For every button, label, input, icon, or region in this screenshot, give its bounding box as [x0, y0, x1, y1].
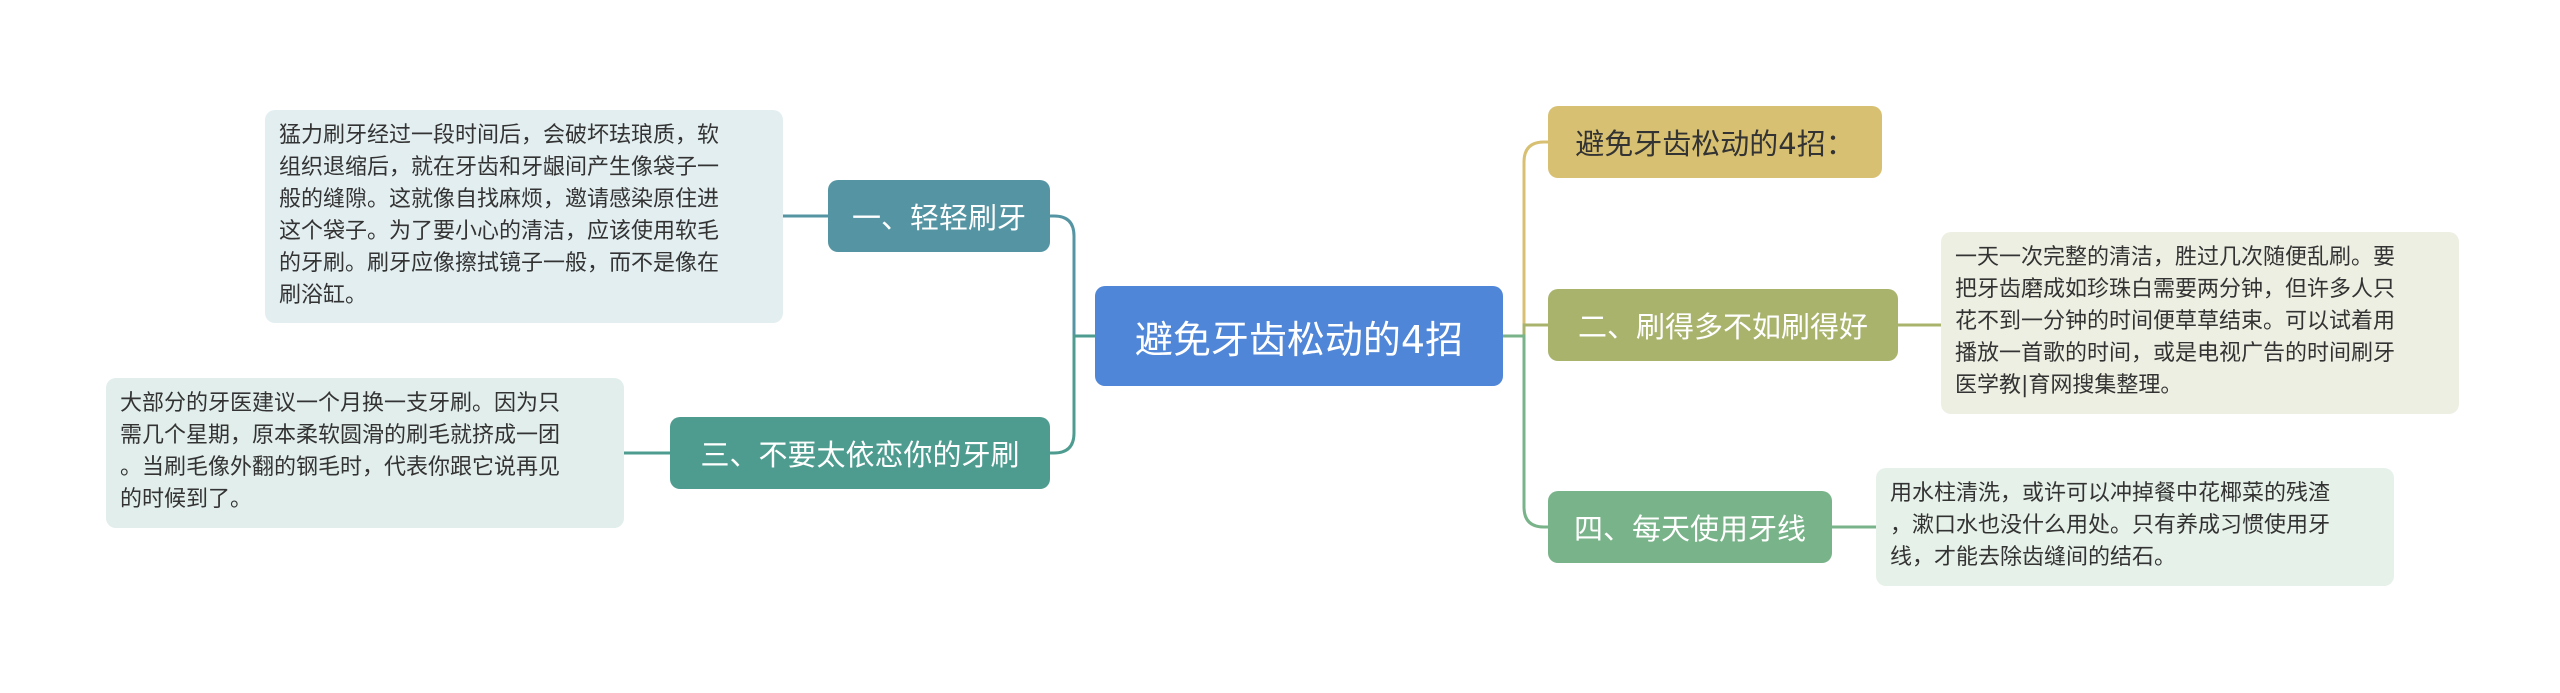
- root-node[interactable]: 避免牙齿松动的4招: [1095, 286, 1503, 386]
- branch-daily-floss[interactable]: 四、每天使用牙线: [1548, 491, 1832, 563]
- leaf-brush-well-text: 一天一次完整的清洁，胜过几次随便乱刷。要 把牙齿磨成如珍珠白需要两分钟，但许多人…: [1941, 232, 2459, 414]
- connector-root-b3: [1050, 334, 1095, 455]
- connector-root-b4: [1503, 334, 1548, 529]
- leaf-gentle-brushing-text: 猛力刷牙经过一段时间后，会破坏珐琅质，软 组织退缩后，就在牙齿和牙龈间产生像袋子…: [265, 110, 783, 323]
- branch-replace-toothbrush[interactable]: 三、不要太依恋你的牙刷: [670, 417, 1050, 489]
- connector-root-bh: [1503, 140, 1548, 338]
- branch-gentle-brushing[interactable]: 一、轻轻刷牙: [828, 180, 1050, 252]
- connector-root-b1: [1050, 214, 1095, 338]
- leaf-daily-floss-text: 用水柱清洗，或许可以冲掉餐中花椰菜的残渣 ，漱口水也没什么用处。只有养成习惯使用…: [1876, 468, 2394, 586]
- branch-brush-well[interactable]: 二、刷得多不如刷得好: [1548, 289, 1898, 361]
- leaf-replace-toothbrush-text: 大部分的牙医建议一个月换一支牙刷。因为只 需几个星期，原本柔软圆滑的刷毛就挤成一…: [106, 378, 624, 528]
- connector-root-b2: [1503, 323, 1548, 338]
- branch-heading[interactable]: 避免牙齿松动的4招：: [1548, 106, 1882, 178]
